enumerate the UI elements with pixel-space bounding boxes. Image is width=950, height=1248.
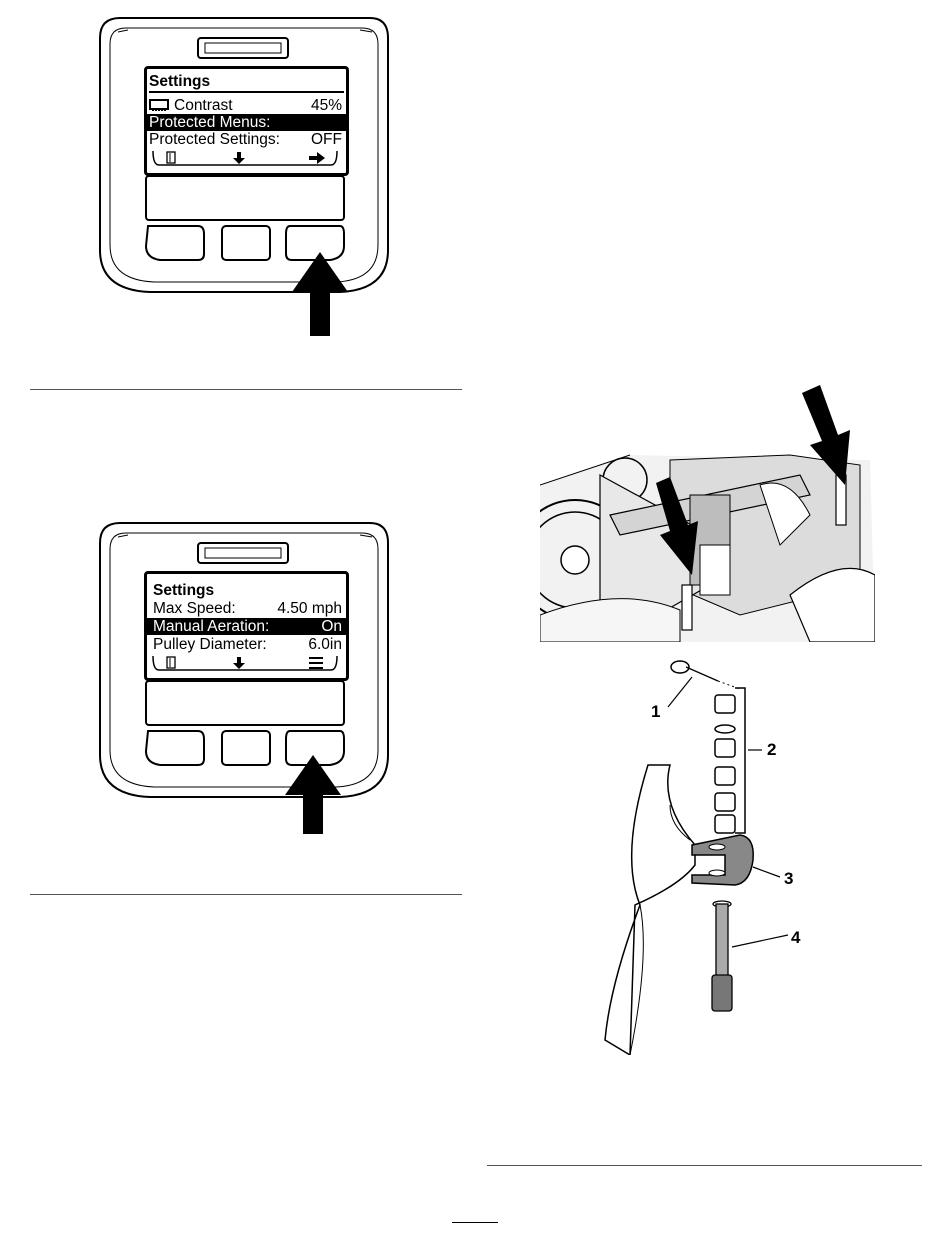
menu-icon	[309, 657, 323, 669]
machine-illustration	[540, 385, 875, 642]
callout-2: 2	[767, 740, 776, 760]
callout-3: 3	[784, 869, 793, 889]
exploded-assembly-diagram	[600, 655, 860, 1055]
pivot-pin	[712, 901, 732, 1011]
down-arrow-icon	[233, 657, 245, 669]
screen-title: Settings	[147, 73, 346, 90]
softkey-bar-2	[151, 654, 339, 672]
left-button-1	[146, 226, 204, 260]
center-button-2	[222, 731, 270, 765]
menu-row-protected-menus: Protected Menus:	[147, 114, 346, 131]
lcd-screen-1: Settings Contrast 45% Protected Menus: P…	[144, 66, 349, 176]
lcd-screen-2: Settings Max Speed: 4.50 mph Manual Aera…	[144, 571, 349, 681]
menu-row-pulley-diameter: Pulley Diameter: 6.0in	[147, 636, 346, 653]
center-button-1	[222, 226, 270, 260]
clevis-bracket	[692, 835, 753, 885]
menu-row-protected-settings: Protected Settings: OFF	[147, 131, 346, 148]
monitor-icon	[149, 99, 169, 111]
divider-3	[487, 1165, 922, 1166]
menu-row-manual-aeration: Manual Aeration: On	[147, 618, 346, 635]
info-center-housing-2	[0, 505, 480, 865]
down-arrow-icon	[233, 152, 245, 164]
info-center-2: Settings Max Speed: 4.50 mph Manual Aera…	[0, 505, 480, 865]
info-center-1: Settings Contrast 45% Protected Menus: P…	[0, 0, 480, 360]
menu-row-max-speed: Max Speed: 4.50 mph	[147, 600, 346, 617]
page-number-underline	[452, 1222, 498, 1223]
callout-4: 4	[791, 928, 800, 948]
callout-1: 1	[651, 702, 660, 722]
exit-door-icon	[167, 657, 175, 668]
left-button-2	[146, 731, 204, 765]
hairpin-clip	[671, 661, 718, 681]
right-arrow-icon	[309, 152, 325, 164]
info-center-housing-1	[0, 0, 480, 360]
divider-2	[30, 894, 462, 895]
exit-door-icon	[167, 152, 175, 163]
softkey-bar-1	[151, 149, 339, 167]
menu-row-contrast: Contrast 45%	[147, 97, 346, 114]
screen-title: Settings	[147, 582, 346, 599]
right-button-1	[286, 226, 344, 260]
divider-1	[30, 389, 462, 390]
spacers	[715, 695, 735, 833]
